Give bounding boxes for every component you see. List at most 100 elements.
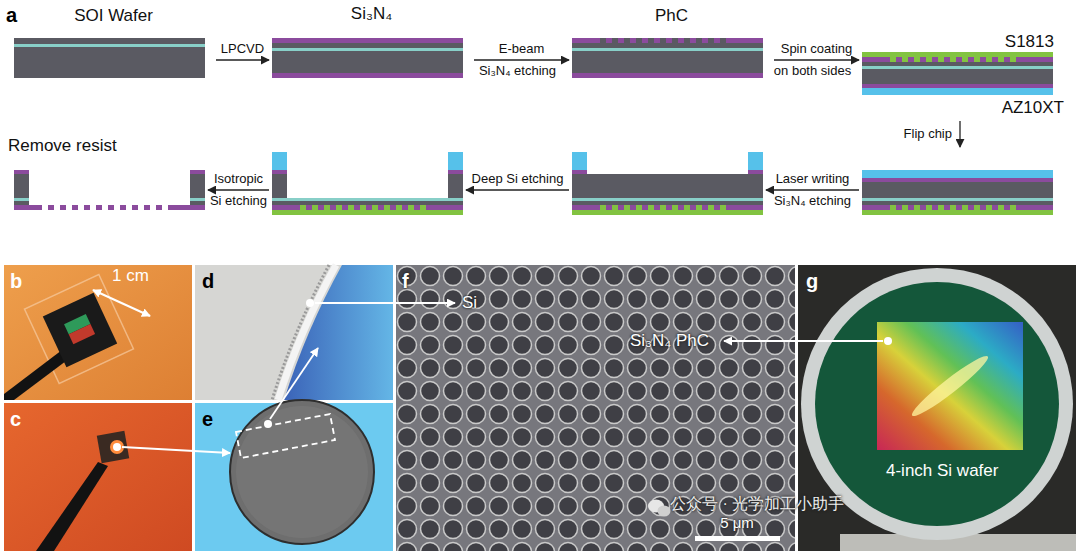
phc-hole (605, 313, 624, 332)
process-arrow (466, 189, 569, 190)
phc-hole (605, 382, 624, 401)
phc-hole (674, 359, 693, 378)
wafer-layer (572, 198, 763, 201)
phc-hole (605, 359, 624, 378)
phc-hole (490, 543, 509, 552)
wafer-layer (114, 205, 120, 210)
phc-hole (743, 428, 762, 447)
phc-hole (651, 359, 670, 378)
phc-hole (789, 290, 796, 309)
phc-hole (628, 474, 647, 493)
phc-hole (421, 382, 440, 401)
diffraction-streak (908, 351, 992, 421)
phc-hole (536, 474, 555, 493)
phc-hole (743, 336, 762, 355)
wafer-layer (272, 43, 463, 48)
leader-line (122, 447, 230, 453)
wafer-layer (660, 205, 666, 210)
phc-hole (536, 451, 555, 470)
wafer-layer (272, 51, 463, 73)
process-stage: Remove resist (8, 136, 205, 218)
wafer-layer (974, 205, 980, 210)
wafer-layer (572, 210, 763, 215)
phc-hole (651, 543, 670, 552)
wafer-layer (672, 38, 678, 43)
phc-hole (697, 359, 716, 378)
phc-hole (559, 336, 578, 355)
phc-hole (743, 267, 762, 286)
wafer-layer (448, 170, 463, 174)
phc-hole (513, 313, 532, 332)
phc-hole (766, 451, 785, 470)
wafer-layer (396, 205, 402, 210)
step-label: Si etching (210, 194, 267, 209)
phc-hole (697, 474, 716, 493)
phc-hole (743, 359, 762, 378)
phc-hole (582, 497, 601, 516)
scale-arrow (93, 290, 150, 316)
membrane-edge (272, 265, 329, 400)
phc-hole (398, 451, 417, 470)
membrane-texture (236, 406, 368, 538)
wafer-layer (1010, 205, 1016, 210)
phc-hole (421, 290, 440, 309)
phc-hole (628, 428, 647, 447)
wafer-layer (660, 38, 666, 43)
wafer-layer (890, 57, 896, 62)
phc-hole (559, 497, 578, 516)
phc-hole (720, 382, 739, 401)
phc-hole (582, 336, 601, 355)
pointer-dot (306, 299, 314, 307)
phc-hole (674, 451, 693, 470)
phc-hole (490, 382, 509, 401)
phc-hole (536, 336, 555, 355)
wafer-layer (986, 205, 992, 210)
phc-hole (720, 336, 739, 355)
phc-hole (444, 543, 463, 552)
phc-hole (559, 382, 578, 401)
phc-hole (444, 428, 463, 447)
phc-hole (490, 474, 509, 493)
phc-hole (467, 267, 486, 286)
phc-hole (582, 405, 601, 424)
stage-label: PhC (572, 6, 771, 26)
phc-hole (628, 497, 647, 516)
phc-hole (467, 451, 486, 470)
wafer-layer (914, 205, 920, 210)
phc-hole (559, 474, 578, 493)
scale-bar (695, 536, 780, 541)
phc-hole (766, 382, 785, 401)
si-wafer (815, 282, 1059, 526)
wafer-layer (360, 205, 366, 210)
phc-hole (674, 428, 693, 447)
wafer-layer (600, 205, 606, 210)
chip (43, 293, 117, 367)
phc-hole (398, 497, 417, 516)
phc-hole (513, 336, 532, 355)
wafer-layer (42, 205, 48, 210)
phc-hole (513, 474, 532, 493)
pointer-dot (264, 420, 272, 428)
phc-hole (490, 313, 509, 332)
wafer-layer (336, 205, 342, 210)
phc-hole (628, 543, 647, 552)
wafer-layer (862, 178, 1053, 182)
phc-hole (674, 313, 693, 332)
wafer-layer (696, 38, 702, 43)
wafer-layer (862, 84, 1053, 88)
phc-hole (513, 428, 532, 447)
phc-hole (789, 474, 796, 493)
phc-hole (766, 474, 785, 493)
phc-hole (789, 267, 796, 286)
phc-hole (559, 313, 578, 332)
panel-letter: g (806, 270, 818, 293)
phc-hole (720, 451, 739, 470)
phc-hole (467, 359, 486, 378)
phc-hole (421, 405, 440, 424)
tweezers (4, 350, 70, 400)
wafer-layer (572, 38, 763, 43)
wafer-layer (862, 66, 1053, 69)
phc-hole (513, 451, 532, 470)
phc-hole (513, 267, 532, 286)
phc-hole (444, 336, 463, 355)
